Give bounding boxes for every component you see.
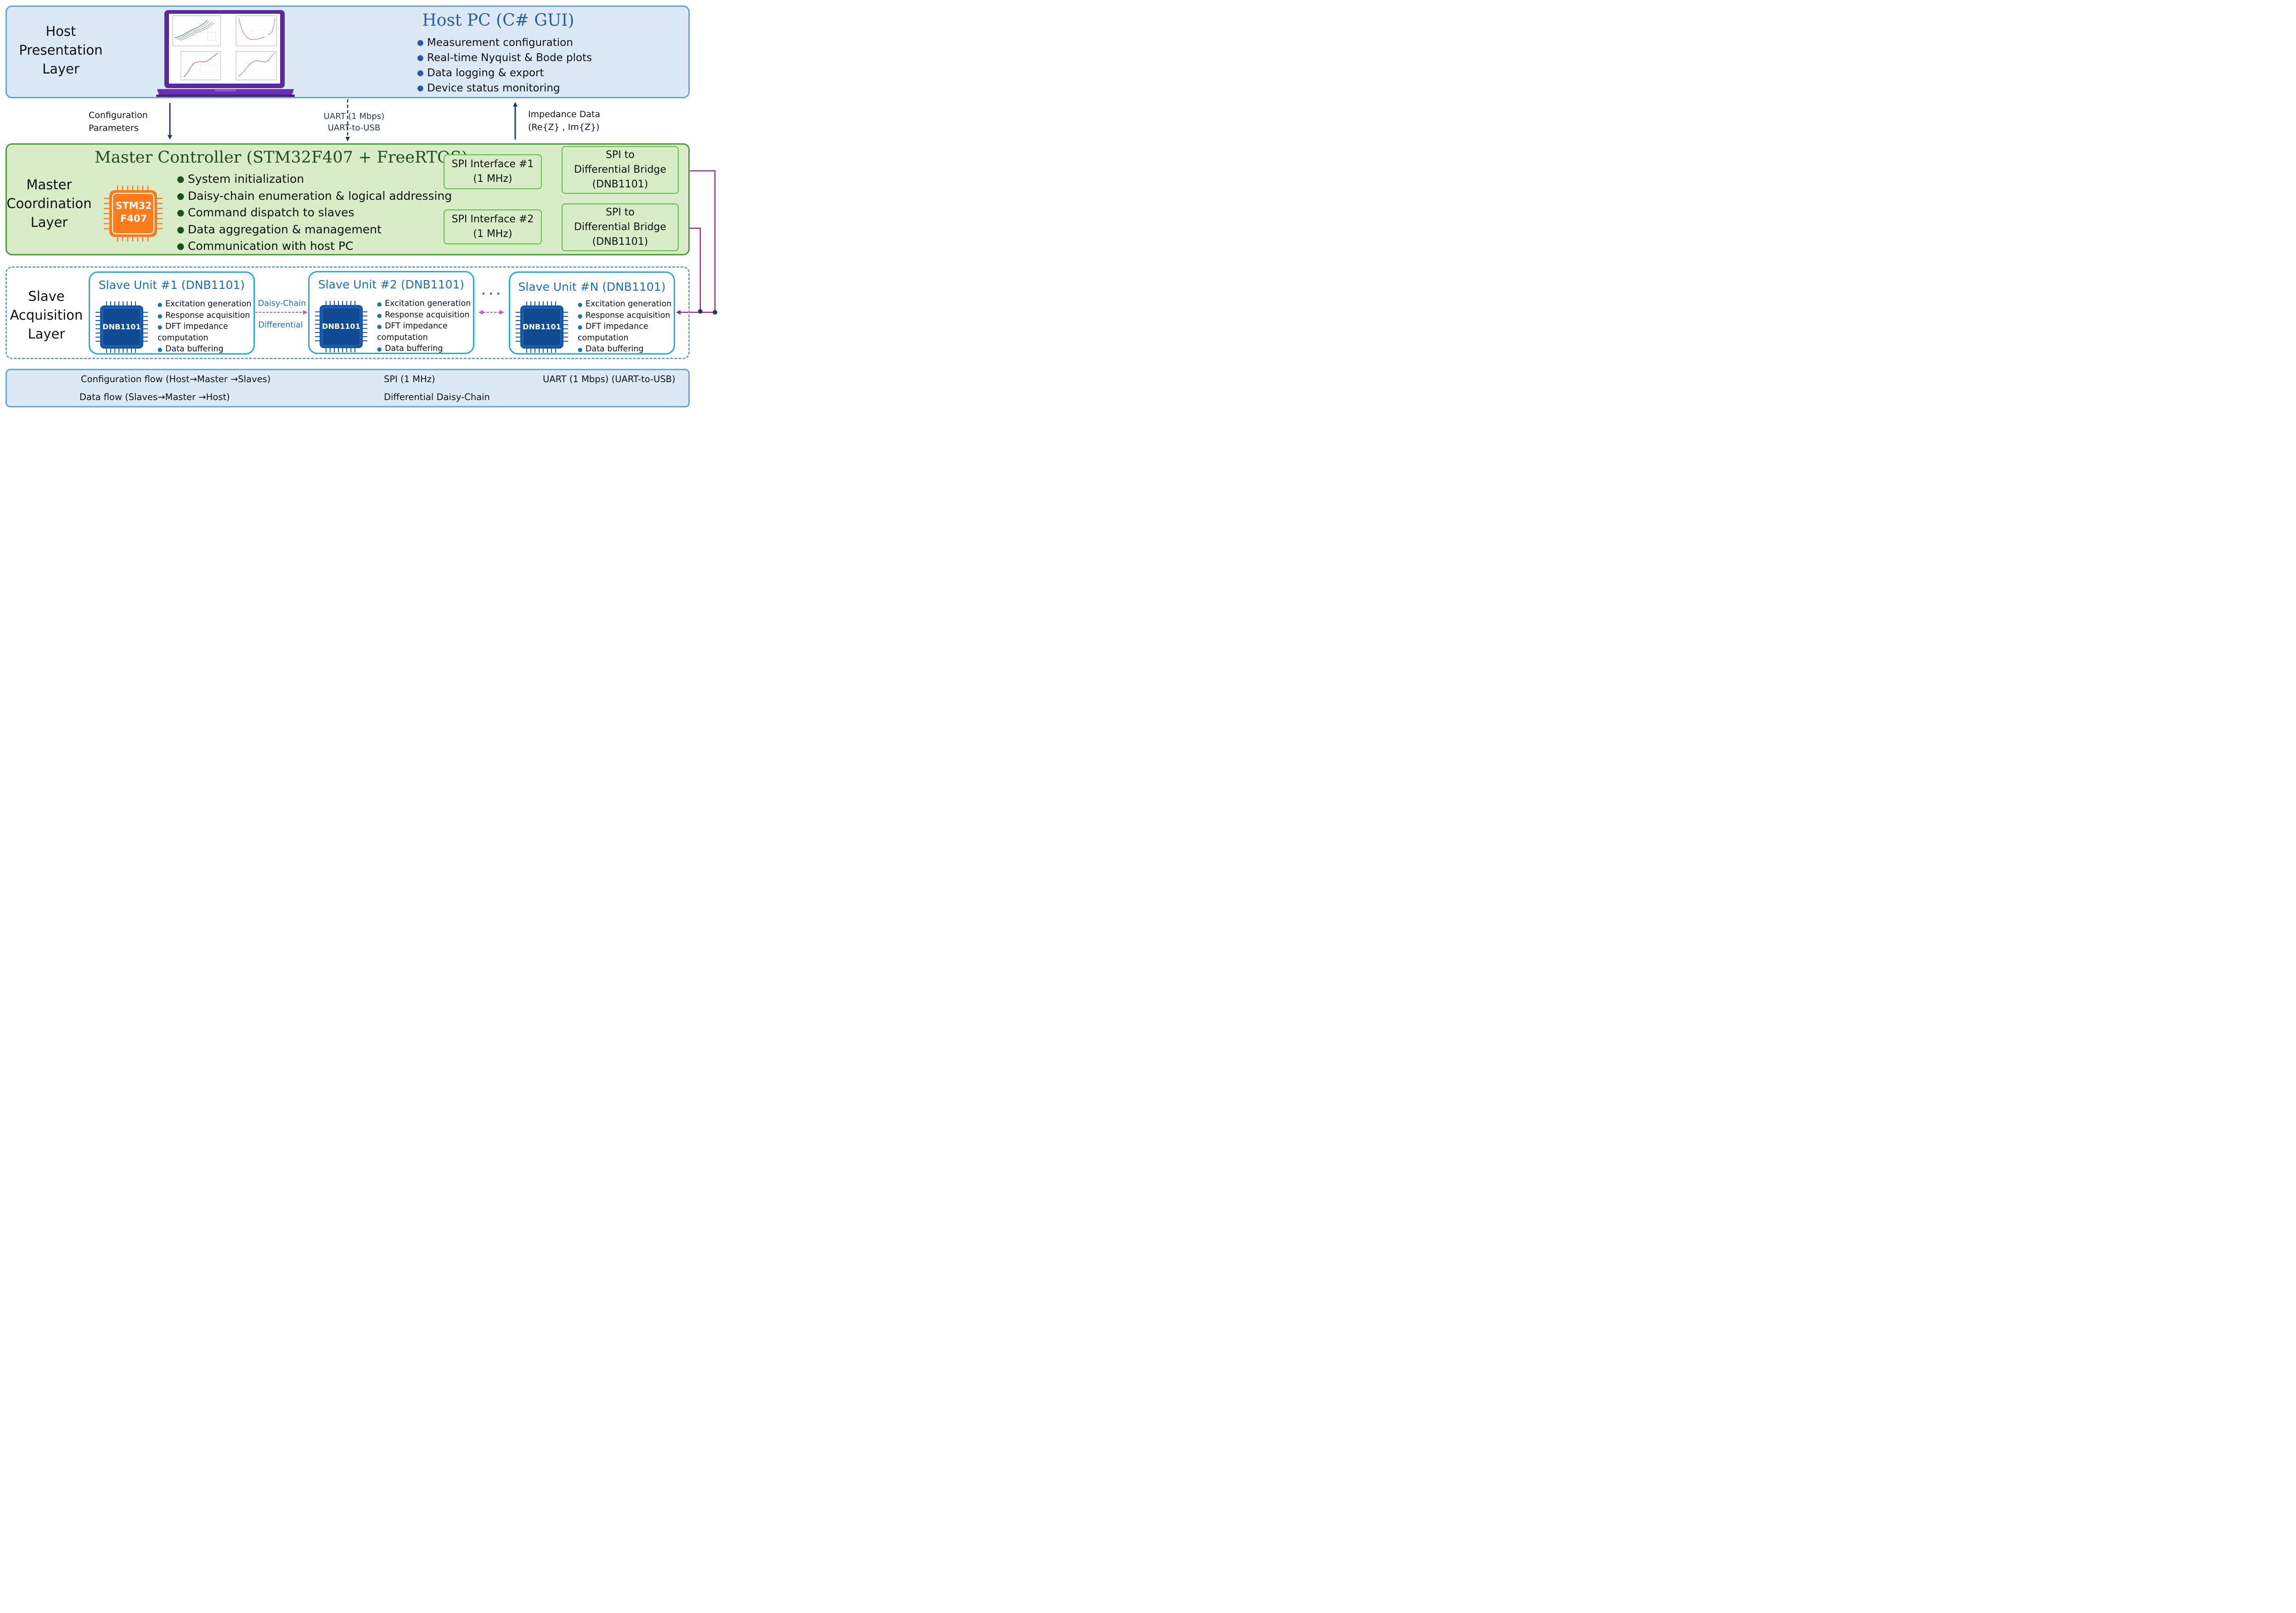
slave-unit-2: Slave Unit #2 (DNB1101) DNB1101 Excitati… [308, 271, 474, 355]
chip-label-line: STM32 [115, 200, 152, 211]
spi-interface-freq: (1 MHz) [473, 173, 512, 185]
slave-label-line: Acquisition [10, 307, 83, 323]
bridge-label-line: SPI to [606, 207, 635, 218]
slave-bullet: Excitation generation [578, 299, 671, 310]
dnb1101-chip-label: DNB1101 [523, 322, 561, 331]
daisy-node-2 [713, 310, 717, 315]
bridge-label-line: (DNB1101) [592, 236, 648, 248]
config-params-label: Configuration Parameters [89, 109, 148, 135]
host-label-line: Presentation [19, 42, 103, 58]
host-bullet-list: Measurement configuration Real-time Nyqu… [417, 35, 592, 96]
dnb1101-chip-label: DNB1101 [102, 322, 141, 331]
daisy-chain-link-label: Daisy-Chain [258, 299, 306, 308]
slave-bullet: DFT impedance [578, 321, 671, 333]
master-bullet: Communication with host PC [177, 238, 452, 255]
master-label-line: Layer [30, 214, 68, 230]
impedance-data-label: Impedance Data (Re{Z} , Im{Z}) [528, 108, 600, 134]
dnb1101-chip-icon [516, 301, 568, 353]
slave-bullet: DFT impedance [158, 321, 251, 333]
host-bullet: Device status monitoring [417, 81, 592, 96]
spi-interface-2: SPI Interface #2 (1 MHz) [444, 209, 542, 244]
slave-bullet: Excitation generation [158, 299, 251, 310]
slave-bullet-list: Excitation generation Response acquisiti… [158, 299, 251, 355]
screen-plot-1 [172, 15, 221, 46]
dnb1101-chip-label: DNB1101 [322, 322, 360, 331]
slave-bullet: Response acquisition [158, 310, 251, 321]
legend-uart: UART (1 Mbps) (UART-to-USB) [543, 374, 675, 384]
host-layer-label: Host Presentation Layer [14, 22, 108, 79]
dnb1101-chip-icon [96, 301, 148, 353]
master-title: Master Controller (STM32F407 + FreeRTOS) [95, 148, 468, 167]
slave-bullet: Response acquisition [377, 310, 471, 321]
differential-bridge-1: SPI to Differential Bridge (DNB1101) [562, 146, 679, 194]
slave-bullet: Data buffering [377, 343, 471, 355]
host-title: Host PC (C# GUI) [422, 11, 574, 30]
slave-bullet: Data buffering [578, 344, 671, 355]
slave-unit-title: Slave Unit #1 (DNB1101) [98, 278, 245, 292]
spi-interface-1: SPI Interface #1 (1 MHz) [444, 154, 542, 189]
host-bullet: Data logging & export [417, 66, 592, 81]
master-layer-label: Master Coordination Layer [6, 175, 92, 232]
legend-panel [6, 369, 690, 407]
screen-plot-4 [236, 51, 277, 80]
config-label-line: Configuration [89, 110, 148, 120]
legend-config-flow: Configuration flow (Host→Master →Slaves) [81, 374, 271, 384]
legend-daisy-chain: Differential Daisy-Chain [384, 392, 490, 402]
slave-label-line: Layer [28, 326, 65, 342]
slave-bullet: Data buffering [158, 344, 251, 355]
slave-acquisition-panel [6, 266, 690, 359]
uart-label: UART (1 Mbps) UART-to-USB [320, 111, 388, 134]
dnb1101-chip-icon [315, 301, 367, 352]
slave-bullet-list: Excitation generation Response acquisiti… [377, 298, 471, 355]
config-label-line: Parameters [89, 123, 139, 133]
uart-label-line: UART (1 Mbps) [323, 112, 385, 121]
bridge-label-line: Differential Bridge [574, 221, 666, 233]
slave-unit-title: Slave Unit #N (DNB1101) [518, 280, 666, 293]
slave-bullet: Response acquisition [578, 310, 671, 321]
slave-bullet-list: Excitation generation Response acquisiti… [578, 299, 671, 355]
slave-layer-label: Slave Acquisition Layer [6, 287, 86, 344]
bridge-label-line: Differential Bridge [574, 164, 666, 175]
chip-label-line: F407 [120, 213, 147, 224]
slave-bullet: Excitation generation [377, 298, 471, 310]
bridge-label-line: (DNB1101) [592, 179, 648, 190]
impedance-label-line: (Re{Z} , Im{Z}) [528, 122, 600, 132]
ellipsis-more-slaves: · · · [481, 288, 501, 300]
master-bullet: System initialization [177, 171, 452, 188]
master-bullet-list: System initialization Daisy-chain enumer… [177, 171, 452, 255]
impedance-label-line: Impedance Data [528, 109, 601, 119]
master-label-line: Master [26, 177, 72, 192]
differential-link-label: Differential [258, 321, 303, 330]
host-label-line: Host [45, 23, 76, 39]
legend-data-flow: Data flow (Slaves→Master →Host) [79, 392, 230, 402]
slave-label-line: Slave [28, 288, 65, 304]
slave-unit-n: Slave Unit #N (DNB1101) DNB1101 Excitati… [509, 271, 675, 355]
master-bullet: Command dispatch to slaves [177, 204, 452, 221]
slave-bullet-continuation: computation [578, 333, 629, 343]
spi-interface-label: SPI Interface #2 [451, 214, 534, 225]
daisy-node-1 [698, 309, 703, 314]
laptop-base [157, 89, 294, 95]
stm32-chip-icon [104, 186, 163, 242]
laptop-icon [156, 10, 295, 97]
legend-spi: SPI (1 MHz) [384, 374, 435, 384]
spi-interface-freq: (1 MHz) [473, 228, 512, 240]
slave-unit-title: Slave Unit #2 (DNB1101) [318, 278, 465, 291]
differential-bridge-2: SPI to Differential Bridge (DNB1101) [562, 203, 679, 251]
slave-bullet: DFT impedance [377, 321, 471, 332]
slave-bullet-continuation: computation [377, 333, 428, 342]
spi-interface-label: SPI Interface #1 [451, 158, 534, 170]
bridge-label-line: SPI to [606, 149, 635, 161]
master-bullet: Data aggregation & management [177, 221, 452, 238]
daisy-line-1 [679, 169, 716, 312]
slave-unit-1: Slave Unit #1 (DNB1101) DNB1101 Excitati… [89, 271, 255, 355]
host-bullet: Measurement configuration [417, 35, 592, 51]
master-bullet: Daisy-chain enumeration & logical addres… [177, 188, 452, 205]
master-label-line: Coordination [6, 196, 92, 211]
stm32-chip-label: STM32 F407 [113, 199, 155, 225]
host-bullet: Real-time Nyquist & Bode plots [417, 51, 592, 66]
host-label-line: Layer [42, 61, 79, 77]
uart-label-line: UART-to-USB [327, 123, 381, 133]
slave-bullet-continuation: computation [158, 333, 208, 343]
